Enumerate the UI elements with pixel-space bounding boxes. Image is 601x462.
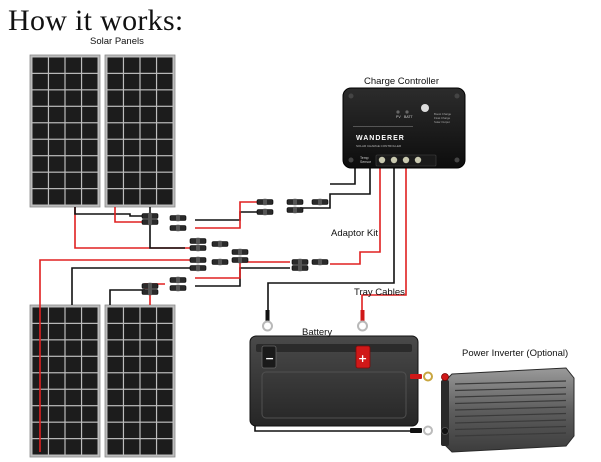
solar-panel-top-right [104, 54, 176, 208]
mc4-connector-icon [311, 198, 329, 206]
battery-neg-ring-terminal-icon [262, 310, 273, 332]
charge-controller-label: Charge Controller [364, 76, 439, 87]
mc4-connectors [141, 198, 329, 296]
terminal-screw-4-icon [414, 156, 422, 164]
power-inverter-label: Power Inverter (Optional) [462, 348, 568, 359]
wire-16 [267, 168, 395, 310]
indicator-note-2: Float Charge [434, 116, 451, 120]
solar-panel-bottom-right [104, 304, 176, 458]
battery-label: Battery [302, 327, 332, 338]
mc4-connector-icon [141, 212, 159, 220]
mc4-connector-icon [189, 244, 207, 252]
battery-negative-terminal [261, 345, 277, 369]
inverter-positive-post-icon [441, 373, 449, 381]
wire-14 [330, 168, 381, 265]
wire-10 [195, 201, 268, 229]
temp-sensor-label-1: Temp [360, 156, 369, 160]
mc4-connector-icon [211, 258, 229, 266]
page-title: How it works: [8, 4, 184, 37]
batt-led-icon [405, 110, 409, 114]
mc4-connector-icon [169, 284, 187, 292]
indicator-note-1: Boost Charge [434, 112, 452, 116]
inverter-neg-lug-icon [410, 425, 433, 436]
pv-led-icon [396, 110, 400, 114]
tray-cables-label: Tray Cables [354, 287, 405, 298]
mc4-connector-icon [189, 237, 207, 245]
controller-brand: WANDERER [356, 135, 405, 142]
mc4-connector-icon [169, 276, 187, 284]
mc4-connector-icon [169, 224, 187, 232]
wire-3 [114, 207, 150, 223]
mc4-connector-icon [141, 288, 159, 296]
mc4-connector-icon [141, 218, 159, 226]
mc4-connector-icon [189, 264, 207, 272]
battery-pos-ring-terminal-icon [357, 310, 368, 332]
pv-label: PV [396, 115, 401, 119]
mc4-connector-icon [291, 258, 309, 266]
mc4-connector-icon [286, 206, 304, 214]
mc4-connector-icon [211, 240, 229, 248]
mc4-connector-icon [256, 208, 274, 216]
batt-label: BATT [404, 115, 414, 119]
charge-controller: WANDERER SOLAR CHARGE CONTROLLER PV BATT… [342, 87, 466, 169]
adaptor-kit-label: Adaptor Kit [331, 228, 378, 239]
mc4-connector-icon [231, 248, 249, 256]
wire-2 [74, 207, 150, 217]
wire-12 [195, 261, 290, 279]
wire-13 [300, 168, 371, 209]
controller-subtitle: SOLAR CHARGE CONTROLLER [356, 144, 402, 148]
power-inverter [441, 367, 575, 453]
wire-17 [361, 168, 407, 310]
wire-15 [330, 168, 356, 185]
solar-panel-array [29, 54, 176, 458]
battery-plus-symbol: + [358, 352, 367, 365]
wire-6 [71, 267, 205, 305]
mc4-connector-icon [231, 256, 249, 264]
mc4-connector-icon [256, 198, 274, 206]
battery-minus-symbol: − [265, 352, 274, 365]
terminal-screw-1-icon [378, 156, 386, 164]
mc4-connector-icon [311, 258, 329, 266]
solar-panel-top-left [29, 54, 101, 208]
solar-panels-label: Solar Panels [90, 36, 144, 47]
inverter-pos-lug-icon [410, 371, 433, 382]
wire-5 [39, 259, 205, 452]
mode-button-icon [421, 104, 429, 112]
mc4-connector-icon [169, 214, 187, 222]
mc4-connector-icon [286, 198, 304, 206]
indicator-note-3: Solar Output [434, 120, 450, 124]
terminal-screw-2-icon [390, 156, 398, 164]
mc4-connector-icon [291, 264, 309, 272]
battery: − + [249, 335, 419, 427]
mc4-connector-icon [189, 256, 207, 264]
wire-7 [109, 289, 145, 305]
battery-positive-terminal [355, 345, 371, 369]
mc4-connector-icon [141, 282, 159, 290]
ring-terminals [262, 310, 433, 436]
inverter-negative-post-icon [441, 427, 449, 435]
terminal-screw-3-icon [402, 156, 410, 164]
temp-sensor-label-2: Sensor [360, 160, 372, 164]
